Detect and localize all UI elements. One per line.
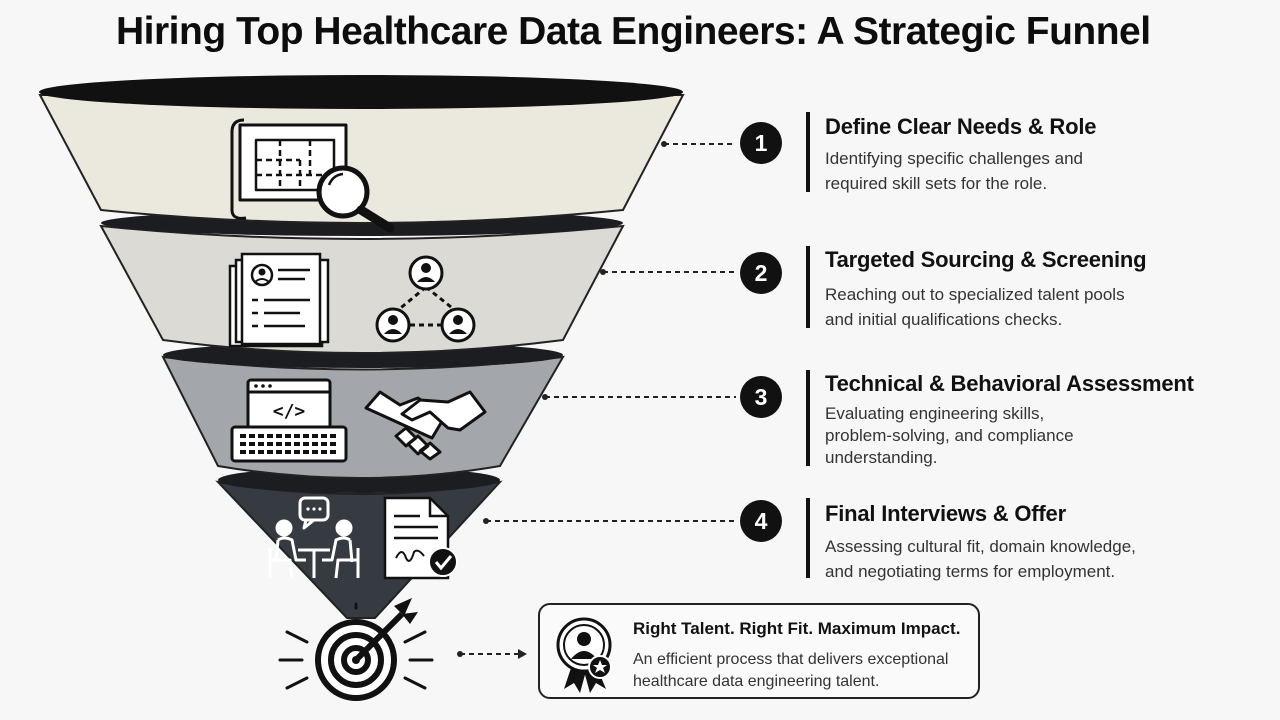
connector-dots (457, 141, 667, 659)
signed-offer-icon (383, 496, 458, 580)
step-description: Assessing cultural fit, domain knowledge… (825, 534, 1136, 584)
description-line: healthcare data engineering talent. (633, 673, 880, 690)
interview-icon (268, 496, 360, 579)
step-number: 3 (740, 376, 782, 418)
talent-network-icon (375, 255, 476, 343)
divider (806, 498, 810, 578)
code-keyboard-icon: </> (230, 378, 348, 463)
step-title: Technical & Behavioral Assessment (825, 371, 1194, 396)
description-line: Reaching out to specialized talent pools (825, 285, 1125, 304)
funnel-stage-4 (215, 467, 503, 619)
description-line: problem-solving, and compliance (825, 426, 1074, 445)
description-line: understanding. (825, 448, 938, 467)
step-number: 2 (740, 252, 782, 294)
step-title: Targeted Sourcing & Screening (825, 247, 1147, 272)
step-number: 1 (740, 122, 782, 164)
step-title: Define Clear Needs & Role (825, 114, 1097, 139)
funnel-stage-2 (99, 210, 625, 354)
step-description: Identifying specific challenges and requ… (825, 146, 1083, 196)
target-icon (278, 598, 434, 701)
award-badge-icon (556, 617, 612, 693)
description-line: Identifying specific challenges and (825, 149, 1083, 168)
divider (806, 370, 810, 466)
step-title: Final Interviews & Offer (825, 501, 1066, 526)
funnel-stage-1 (38, 75, 685, 224)
description-line: Assessing cultural fit, domain knowledge… (825, 537, 1136, 556)
outcome-description: An efficient process that delivers excep… (633, 649, 948, 693)
outcome-box: Right Talent. Right Fit. Maximum Impact.… (538, 603, 980, 699)
magnifier-icon (316, 165, 395, 233)
step-description: Evaluating engineering skills, problem-s… (825, 403, 1074, 469)
description-line: required skill sets for the role. (825, 174, 1048, 193)
resume-documents-icon (228, 252, 330, 348)
description-line: and initial qualifications checks. (825, 310, 1063, 329)
step-number: 4 (740, 500, 782, 542)
page-title: Hiring Top Healthcare Data Engineers: A … (116, 10, 1151, 53)
step-description: Reaching out to specialized talent pools… (825, 282, 1125, 332)
description-line: An efficient process that delivers excep… (633, 651, 949, 668)
outcome-title: Right Talent. Right Fit. Maximum Impact. (633, 619, 961, 638)
divider (806, 112, 810, 192)
handshake-icon (364, 390, 487, 461)
description-line: Evaluating engineering skills, (825, 404, 1045, 423)
description-line: and negotiating terms for employment. (825, 562, 1116, 581)
divider (806, 246, 810, 328)
funnel-stage-3 (161, 342, 565, 479)
svg-text:</>: </> (273, 401, 306, 422)
connectors (460, 143, 736, 655)
